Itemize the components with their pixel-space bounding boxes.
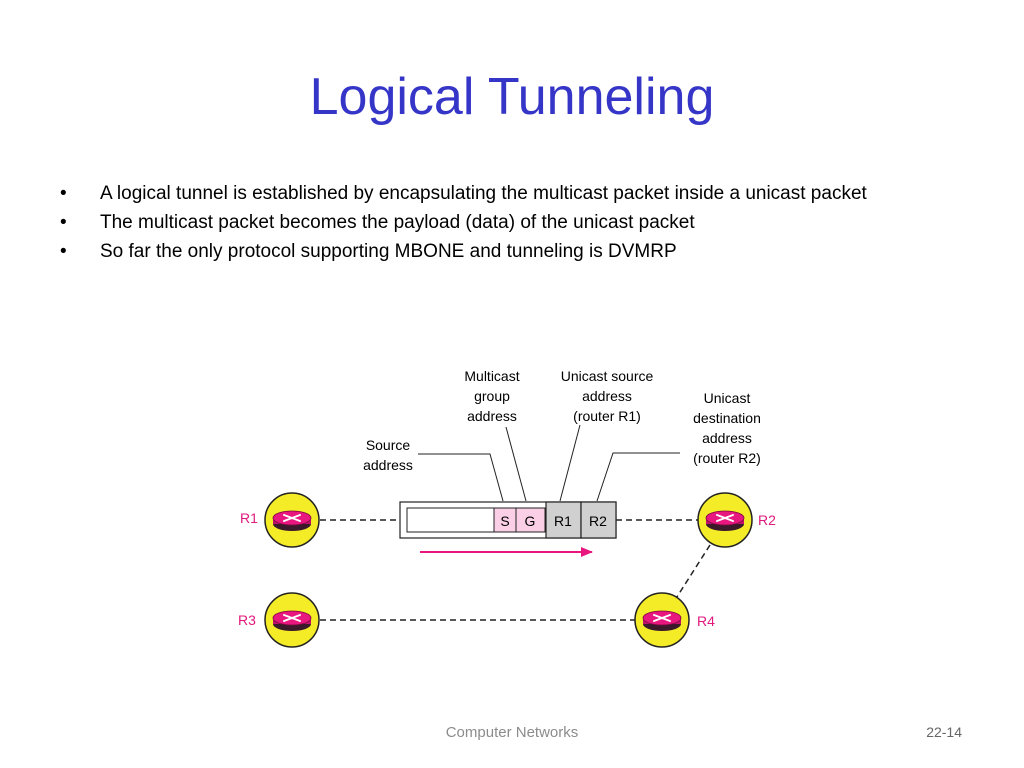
bullet-item: • The multicast packet becomes the paylo… — [58, 211, 958, 234]
packet-field-g — [515, 507, 546, 533]
label-multicast-group-address: Multicast group address — [464, 368, 519, 424]
svg-text:address: address — [582, 388, 632, 404]
svg-text:(router R1): (router R1) — [573, 408, 641, 424]
bullet-marker: • — [60, 183, 67, 204]
encapsulated-packet: S G R1 R2 — [399, 501, 617, 539]
link-r2-r4 — [674, 544, 711, 601]
svg-text:address: address — [467, 408, 517, 424]
router-r3-icon — [264, 592, 320, 648]
footer-text: Computer Networks — [445, 724, 579, 741]
bullet-item: • So far the only protocol supporting MB… — [58, 240, 958, 263]
tunneling-diagram: R1 R2 R3 R4 S G R1 R2 Multicast group ad… — [238, 368, 776, 648]
router-r4-icon — [634, 592, 690, 648]
packet-field-r2-label: R2 — [589, 513, 607, 529]
packet-field-r1-label: R1 — [554, 513, 572, 529]
svg-text:Multicast: Multicast — [464, 368, 519, 384]
router-label-r2: R2 — [758, 512, 776, 528]
svg-text:Unicast source: Unicast source — [561, 368, 654, 384]
label-unicast-destination-address: Unicast destination address (router R2) — [693, 390, 761, 466]
tunnel-links — [320, 519, 711, 621]
packet-field-g-label: G — [525, 513, 536, 529]
packet-field-r2 — [580, 501, 617, 539]
svg-text:(router R2): (router R2) — [693, 450, 761, 466]
bullet-item: • A logical tunnel is established by enc… — [58, 182, 958, 205]
bullet-text: The multicast packet becomes the payload… — [100, 212, 695, 233]
bullet-marker: • — [60, 241, 67, 262]
router-r2-icon — [697, 492, 753, 548]
svg-text:Source: Source — [366, 437, 411, 453]
packet-field-s-label: S — [500, 513, 509, 529]
router-label-r3: R3 — [238, 612, 256, 628]
router-r1-icon — [264, 492, 320, 548]
slide-title: Logical Tunneling — [309, 68, 715, 126]
callout-lines — [418, 424, 680, 502]
bullet-list: • A logical tunnel is established by enc… — [58, 182, 958, 269]
packet-field-r1 — [545, 501, 582, 539]
router-label-r4: R4 — [697, 613, 715, 629]
svg-text:destination: destination — [693, 410, 761, 426]
bullet-text: A logical tunnel is established by encap… — [100, 183, 867, 204]
bullet-marker: • — [60, 212, 67, 233]
bullet-text: So far the only protocol supporting MBON… — [100, 241, 677, 262]
label-unicast-source-address: Unicast source address (router R1) — [561, 368, 654, 424]
svg-text:address: address — [363, 457, 413, 473]
page-number: 22-14 — [926, 724, 962, 740]
svg-text:address: address — [702, 430, 752, 446]
svg-text:group: group — [474, 388, 510, 404]
router-label-r1: R1 — [240, 510, 258, 526]
svg-text:Unicast: Unicast — [704, 390, 751, 406]
label-source-address: Source address — [363, 437, 413, 473]
